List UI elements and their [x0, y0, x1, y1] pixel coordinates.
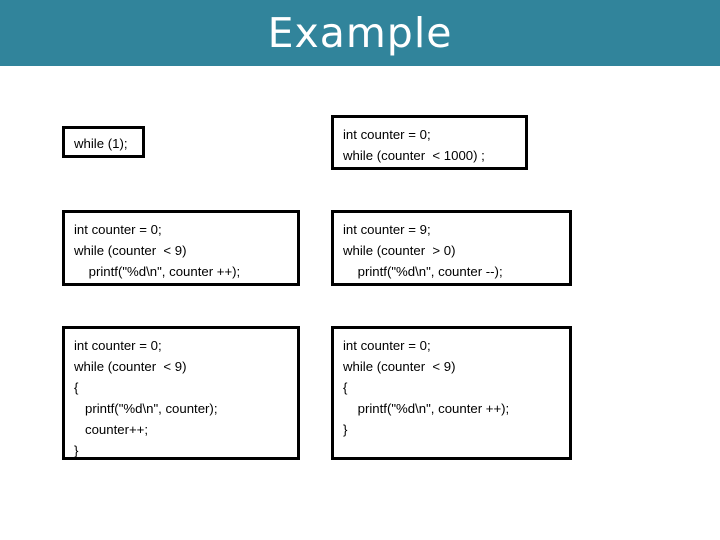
code-line: }: [74, 443, 79, 458]
code-line: printf("%d\n", counter ++);: [343, 401, 510, 416]
code-line: printf("%d\n", counter --);: [343, 264, 503, 279]
code-line: {: [74, 380, 79, 395]
code-line: while (counter < 9): [74, 359, 187, 374]
page-title: Example: [267, 8, 453, 57]
code-box-while-1: while (1);: [62, 126, 145, 158]
code-line: while (counter < 1000) ;: [343, 148, 485, 163]
code-line: int counter = 9;: [343, 222, 431, 237]
code-box-while-braces-inline-increment: int counter = 0; while (counter < 9) { pri…: [331, 326, 572, 460]
code-line: printf("%d\n", counter ++);: [74, 264, 241, 279]
code-line: int counter = 0;: [343, 338, 431, 353]
code-line: while (counter < 9): [74, 243, 187, 258]
code-line: int counter = 0;: [74, 222, 162, 237]
slide-content-area: while (1); int counter = 0; while (counte…: [0, 66, 720, 540]
code-line: int counter = 0;: [343, 127, 431, 142]
code-line: int counter = 0;: [74, 338, 162, 353]
code-line: while (counter > 0): [343, 243, 456, 258]
code-line: counter++;: [74, 422, 149, 437]
slide-title-band: Example: [0, 0, 720, 66]
code-box-while-1000: int counter = 0; while (counter < 1000) ;: [331, 115, 528, 170]
code-line: printf("%d\n", counter);: [74, 401, 218, 416]
code-line: while (counter < 9): [343, 359, 456, 374]
code-line: }: [343, 422, 348, 437]
code-box-while-counter-preincrement: int counter = 0; while (counter < 9) prin…: [62, 210, 300, 286]
code-line: while (1);: [74, 136, 128, 151]
code-box-while-counter-predecrement: int counter = 9; while (counter > 0) prin…: [331, 210, 572, 286]
code-box-while-braces-separate-increment: int counter = 0; while (counter < 9) { pri…: [62, 326, 300, 460]
code-line: {: [343, 380, 348, 395]
